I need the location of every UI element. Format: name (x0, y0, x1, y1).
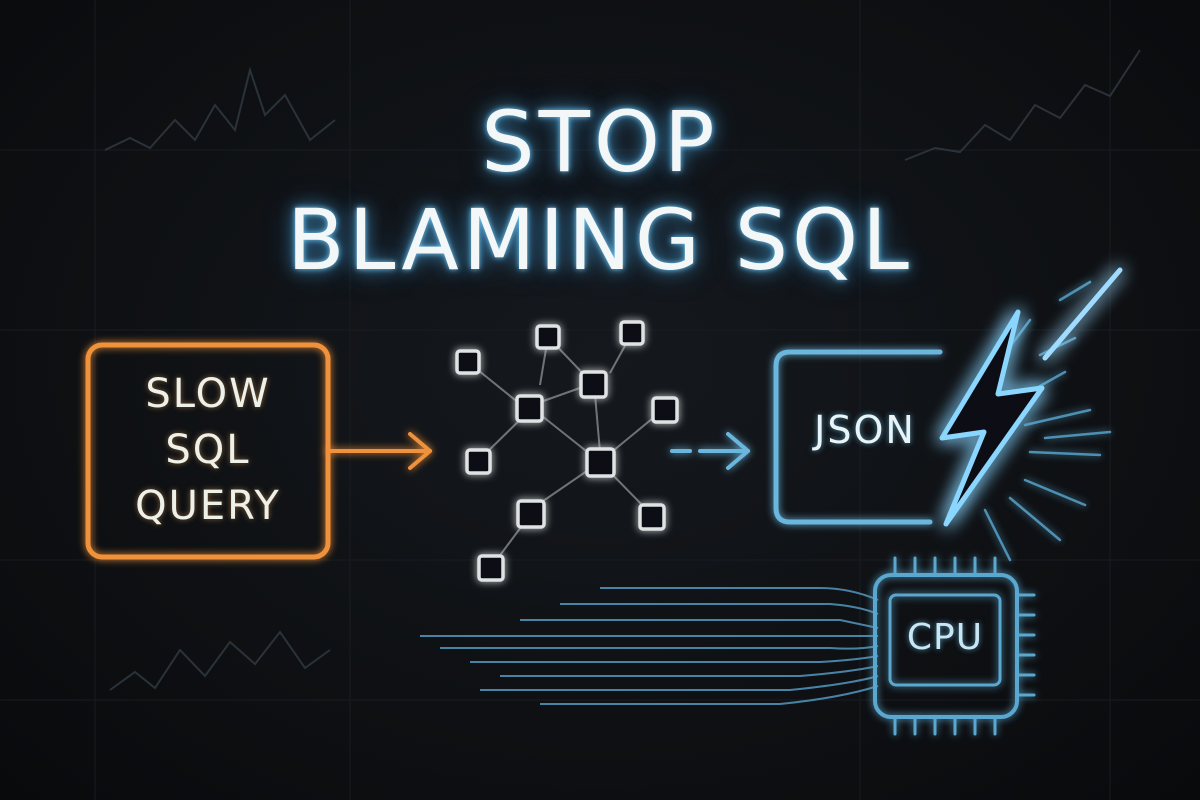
cpu-chip-icon (873, 556, 1036, 736)
cpu-label: CPU (906, 617, 984, 658)
arrow-right-icon (326, 432, 432, 470)
lightning-bolt-icon (939, 267, 1123, 562)
json-box (773, 349, 943, 525)
arrow-right-icon (670, 432, 750, 470)
slow-sql-query-line-3: QUERY (135, 483, 281, 529)
data-stream-lines (420, 587, 879, 705)
title-line-1: STOP (481, 93, 719, 191)
title-line-2: BLAMING SQL (287, 191, 913, 289)
json-label: JSON (814, 408, 916, 452)
slow-sql-query-line-2: SQL (165, 427, 251, 473)
background-sparklines (104, 49, 1141, 691)
slow-sql-query-line-1: SLOW (145, 371, 271, 417)
network-graph-icon (455, 320, 679, 582)
